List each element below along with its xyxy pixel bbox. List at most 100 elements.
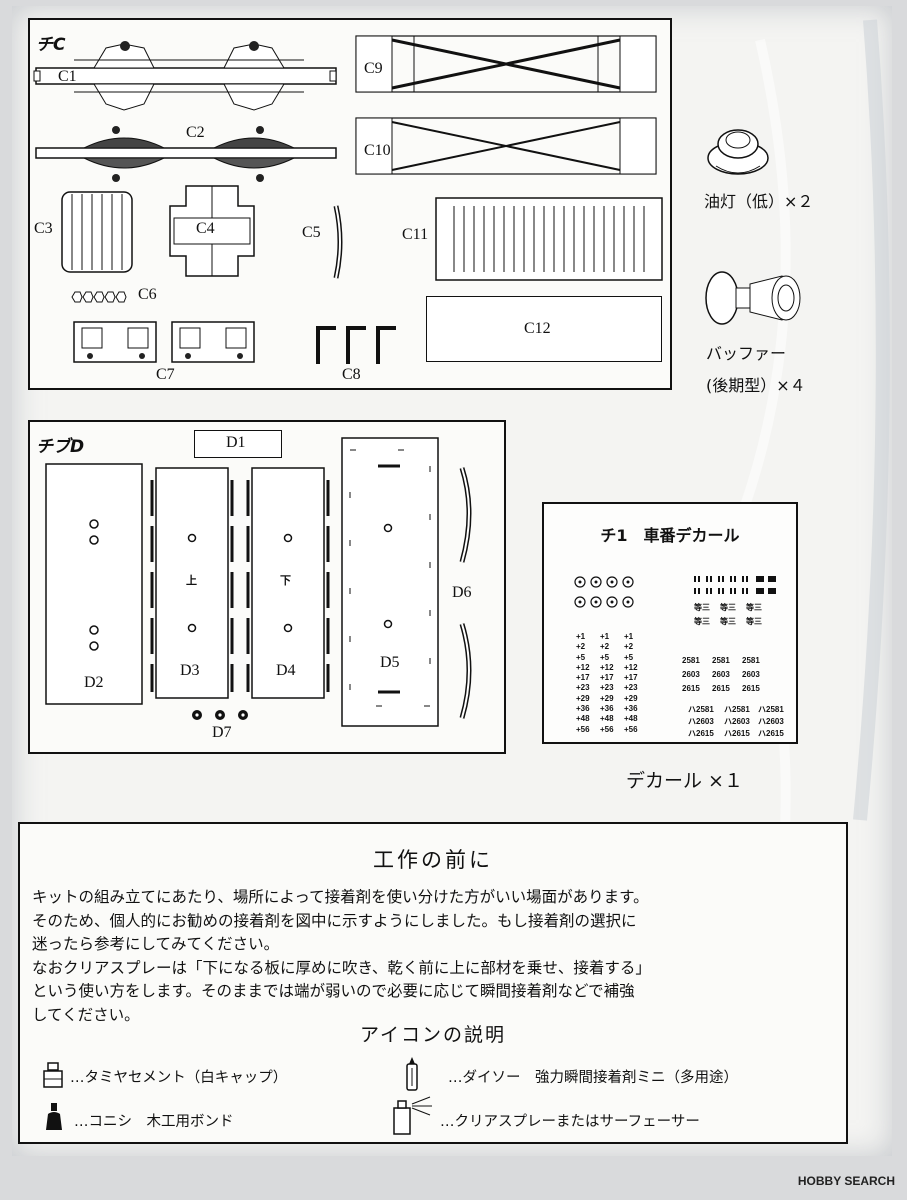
part-c11-label: C11 [402,226,429,243]
part-c1-drawing [33,41,337,111]
notes-line: 迷ったら参考にしてみてください。 [32,935,280,953]
decal-car-number-h2581-a: ハ2581 [688,705,714,714]
parts-frame-c: チC C1 C2 C3 [28,18,672,390]
icons-heading: アイコンの説明 [359,1024,507,1046]
part-c2-drawing [35,126,337,182]
decal-class-mark-6: 等三 [746,617,762,626]
part-d1-drawing [194,430,282,458]
part-d2-label: D2 [84,674,104,691]
decal-car-number-h2603-c: ハ2603 [758,717,784,726]
part-d7-label: D7 [212,724,232,741]
part-c3-label: C3 [34,220,53,237]
oil-lamp-label: 油灯（低）×２ [704,192,814,211]
decal-car-number-h2581-c: ハ2581 [758,705,784,714]
decal-car-number-2581-b: 2581 [712,656,730,665]
part-c1-label: C1 [58,68,77,85]
decal-class-mark-1: 等三 [694,603,710,612]
notes-line: なおクリアスプレーは「下になる板に厚めに吹き、乾く前に上に部材を乗せ、接着する」 [32,958,651,977]
part-c5-label: C5 [302,224,321,241]
part-c5-drawing [333,205,343,279]
hobby-search-logo: HOBBY SEARCH [797,1174,895,1188]
part-d3-drawing [150,467,234,699]
part-d5-drawing [341,437,439,727]
notes-body: キットの組み立てにあたり、場所によって接着剤を使い分けた方がいい場面があります。… [32,886,840,1027]
part-c10-label: C10 [364,142,391,159]
part-d3-label: D3 [180,662,200,679]
decal-class-mark-3: 等三 [746,603,762,612]
decal-class-mark-2: 等三 [720,603,736,612]
frame-d-label: チブD [36,437,85,457]
notes-line: キットの組み立てにあたり、場所によって接着剤を使い分けた方がいい場面があります。 [32,888,649,906]
decal-title: チ1 車番デカール [600,526,740,545]
decal-car-number-2615-b: 2615 [712,684,730,693]
oil-lamp-drawing [707,129,769,175]
super-glue-tube-icon [406,1057,418,1091]
legend-konishi: …コニシ 木工用ボンド [74,1114,234,1130]
part-c12-drawing [426,296,662,362]
legend-daiso: …ダイソー 強力瞬間接着剤ミニ（多用途） [448,1070,738,1086]
tamiya-cement-icon [43,1062,63,1088]
buffer-label-line2: (後期型）×４ [706,376,806,395]
decal-car-number-2615-c: 2615 [742,684,760,693]
decal-stripes [694,576,776,594]
part-c8-drawing [316,326,396,364]
part-d7-drawing [192,710,248,720]
decal-car-number-2581-c: 2581 [742,656,760,665]
wood-glue-bottle-icon [46,1103,62,1130]
decal-car-number-2603-c: 2603 [742,670,760,679]
part-d4-mark: 下 [280,575,291,587]
buffer-drawing [705,271,801,325]
part-d6-drawing [459,467,472,719]
part-d6-label: D6 [452,584,472,601]
part-c12-label: C12 [524,320,551,337]
part-d2-drawing [45,463,143,705]
part-c8-label: C8 [342,366,361,383]
decal-car-number-h2603-a: ハ2603 [688,717,714,726]
decal-numbers-col2: +1+2+5 +12+17+23 +29+36+48 +56 [600,632,614,734]
part-c9-drawing [355,35,657,93]
decal-car-number-h2615-b: ハ2615 [724,729,750,738]
parts-frame-d: チブD D1 D2 上 D3 [28,420,506,754]
decal-car-number-2603-a: 2603 [682,670,700,679]
legend-spray: …クリアスプレーまたはサーフェーサー [440,1114,700,1130]
part-c6-label: C6 [138,286,157,303]
part-d3-mark: 上 [186,575,197,587]
before-assembly-notes: 工作の前に キットの組み立てにあたり、場所によって接着剤を使い分けた方がいい場面… [18,822,848,1144]
buffer-label-line1: バッファー [706,344,787,363]
legend-tamiya: …タミヤセメント（白キャップ） [70,1070,288,1086]
part-c7-label: C7 [156,366,175,383]
notes-line: してください。 [32,1005,140,1024]
decal-numbers-col3: +1+2+5 +12+17+23 +29+36+48 +56 [624,632,638,734]
decal-car-number-h2615-c: ハ2615 [758,729,784,738]
decal-class-mark-4: 等三 [694,617,710,626]
part-c4-label: C4 [196,220,215,237]
decal-car-number-h2603-b: ハ2603 [724,717,750,726]
notes-line: そのため、個人的にお勧めの接着剤を図中に示すようにしました。もし接着剤の選択に [32,911,637,930]
spray-can-icon [393,1096,432,1135]
part-c10-drawing [355,117,657,175]
decal-sheet: チ1 車番デカール +1+2+5 +12+17+23 +29+36+48 +56… [542,502,798,744]
decal-car-number-2615-a: 2615 [682,684,700,693]
part-c3-drawing [61,191,133,273]
decal-car-number-h2615-a: ハ2615 [688,729,714,738]
part-c6-drawing [71,291,127,303]
notes-line: という使い方をします。そのままでは端が弱いので必要に応じて瞬間接着剤などで補強 [32,982,635,1000]
part-c9-label: C9 [364,60,383,77]
frame-c-label: チC [36,35,66,55]
decal-car-number-2581-a: 2581 [682,656,700,665]
decal-count-label: デカール ×１ [626,770,743,792]
part-c11-drawing [435,197,663,281]
part-c2-label: C2 [186,124,205,141]
part-d1-label: D1 [226,434,246,451]
decal-car-number-h2581-b: ハ2581 [724,705,750,714]
part-c4-drawing [169,185,255,277]
part-d5-label: D5 [380,654,400,671]
part-c7-drawing [73,321,255,363]
decal-emblems [574,576,634,608]
decal-class-mark-5: 等三 [720,617,736,626]
notes-title: 工作の前に [373,848,493,872]
decal-car-number-2603-b: 2603 [712,670,730,679]
decal-numbers-col1: +1+2+5 +12+17+23 +29+36+48 +56 [576,632,590,734]
part-d4-drawing [246,467,330,699]
part-d4-label: D4 [276,662,296,679]
